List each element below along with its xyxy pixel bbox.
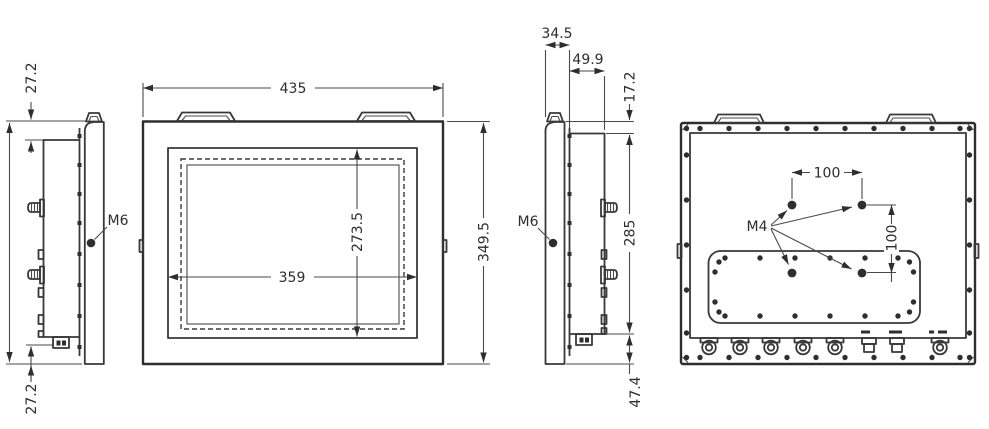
dim-rear-depth: 49.9 bbox=[572, 52, 603, 68]
bottom-connector bbox=[575, 333, 593, 346]
thread-label-m6-right: M6 bbox=[518, 214, 539, 230]
access-panel-screws bbox=[712, 255, 917, 319]
right-side-view: M6 34.5 49.9 17.2 285 bbox=[518, 26, 645, 408]
flange-screws bbox=[77, 134, 82, 349]
top-lug bbox=[885, 113, 937, 124]
dim-top-offset-right: 17.2 bbox=[623, 71, 639, 102]
dim-bottom-offset-lines bbox=[566, 333, 634, 374]
top-lug-step bbox=[549, 115, 561, 122]
flange-screws bbox=[567, 134, 572, 349]
touch-area-outline bbox=[180, 158, 405, 330]
dim-bottom-offset-left: 27.2 bbox=[24, 383, 40, 414]
top-lug bbox=[176, 111, 236, 122]
cable-gland bbox=[600, 265, 618, 285]
top-lug bbox=[546, 112, 564, 123]
front-housing bbox=[141, 120, 445, 366]
vesa-mount-holes bbox=[787, 200, 867, 278]
dim-rear-height: 285 bbox=[623, 220, 639, 247]
bottom-cable-glands bbox=[699, 337, 950, 356]
front-view: 435 349.5 359 273.5 bbox=[138, 80, 493, 366]
top-lug bbox=[713, 113, 765, 124]
thread-label-m6-left: M6 bbox=[108, 213, 129, 229]
corner-chamfers bbox=[682, 124, 974, 363]
left-view-dimension-lines bbox=[6, 102, 86, 382]
top-lug bbox=[356, 111, 416, 122]
m4-leader-lines bbox=[770, 206, 853, 270]
dim-bottom-offset-right: 47.4 bbox=[628, 376, 644, 407]
bottom-square-connectors bbox=[861, 337, 905, 353]
side-boss-left bbox=[138, 239, 144, 253]
top-lug bbox=[85, 112, 103, 123]
rear-view: 100 100 M4 bbox=[676, 113, 980, 366]
connector-stubs bbox=[600, 249, 608, 335]
m6-screw-hole bbox=[86, 238, 96, 248]
access-panel bbox=[707, 250, 921, 324]
side-boss-right bbox=[442, 239, 448, 253]
dim-top-offset-left: 27.2 bbox=[24, 62, 40, 93]
dim-vesa-vertical: 100 bbox=[885, 225, 901, 252]
active-display-area bbox=[186, 164, 400, 325]
side-boss-left bbox=[676, 243, 683, 259]
perimeter-screws bbox=[683, 125, 973, 361]
m6-screw-hole bbox=[548, 238, 558, 248]
dim-overall-height: 349.5 bbox=[477, 222, 493, 262]
m6-leader-line bbox=[537, 227, 550, 240]
side-boss-right bbox=[973, 243, 980, 259]
dim-display-height: 273.5 bbox=[350, 212, 366, 252]
rear-chassis bbox=[569, 132, 606, 335]
top-lug-step bbox=[88, 115, 100, 122]
display-bezel bbox=[167, 147, 418, 339]
dim-display-width: 359 bbox=[279, 270, 306, 286]
dim-vesa-horizontal: 100 bbox=[814, 166, 841, 182]
rear-chassis bbox=[42, 139, 79, 338]
dim-overall-width: 435 bbox=[280, 81, 307, 97]
cable-gland bbox=[27, 198, 45, 218]
back-plate bbox=[689, 132, 967, 339]
dim-front-depth-lines bbox=[544, 41, 571, 129]
left-side-view: 27.2 27.2 bbox=[6, 62, 129, 415]
thread-label-m4: M4 bbox=[747, 219, 768, 235]
rear-housing bbox=[679, 121, 977, 366]
m6-leader-line bbox=[94, 226, 108, 240]
bottom-connector bbox=[52, 336, 70, 349]
dim-front-depth: 34.5 bbox=[541, 26, 572, 42]
cable-gland bbox=[27, 265, 45, 285]
connector-stubs bbox=[37, 249, 45, 338]
dim-top-offset-lines bbox=[566, 104, 634, 150]
connector-labels bbox=[861, 330, 947, 334]
cable-gland bbox=[600, 198, 618, 218]
